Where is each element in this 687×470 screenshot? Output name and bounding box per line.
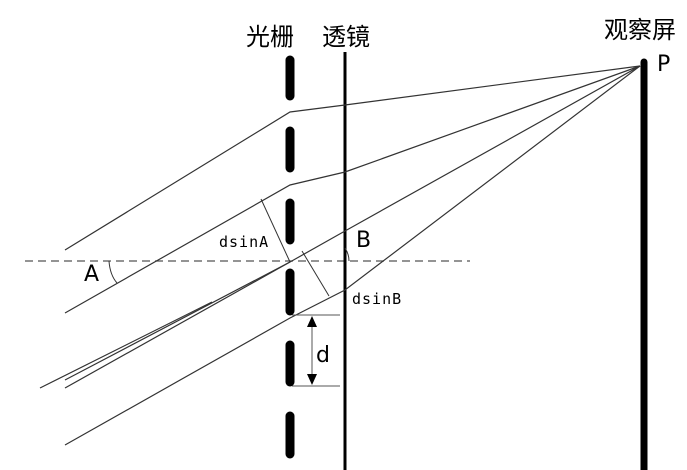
- path-difference-b-label: dsinB: [352, 290, 403, 308]
- angle-a-label: A: [84, 262, 100, 287]
- spacing-d-label: d: [316, 343, 330, 368]
- incident-rays: [39, 65, 641, 446]
- angle-b-label: B: [356, 228, 372, 253]
- arrow-up-icon: [307, 316, 317, 327]
- angle-a-arc: [108, 260, 118, 284]
- dsinB-perpendicular: [301, 250, 330, 297]
- path-difference-a-label: dsinA: [219, 233, 270, 251]
- lens-label: 透镜: [322, 23, 370, 51]
- angle-b-arc: [344, 247, 350, 262]
- dsinA-perpendicular: [260, 198, 291, 263]
- grating-label: 光栅: [246, 23, 294, 51]
- point-p-label: P: [657, 52, 671, 77]
- arrow-down-icon: [307, 374, 317, 385]
- screen-label: 观察屏: [604, 16, 676, 44]
